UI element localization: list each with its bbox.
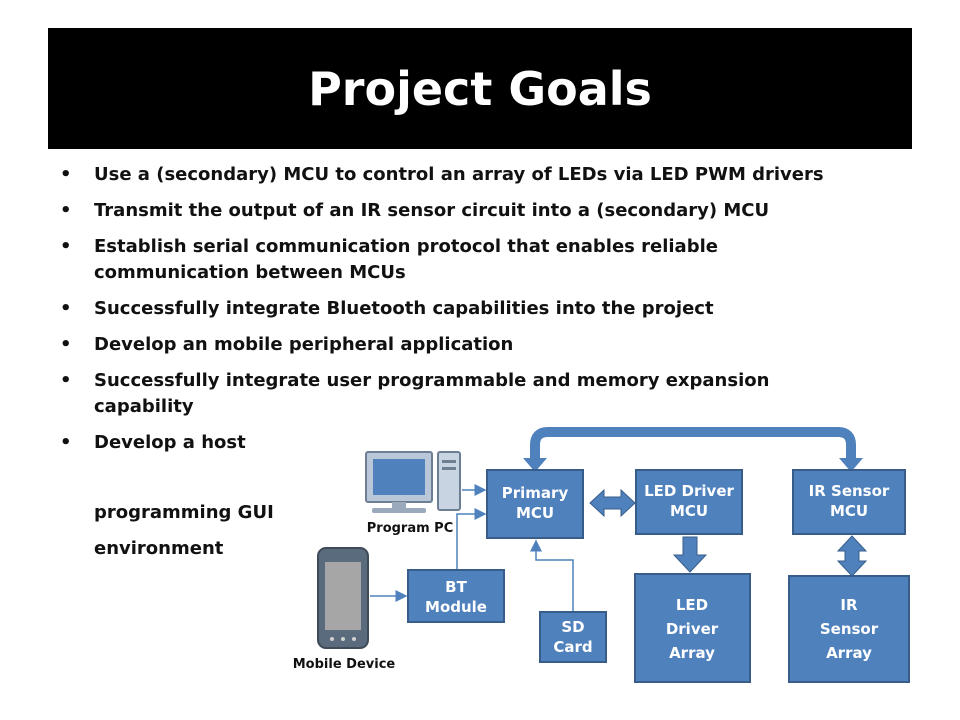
mobile-device-label: Mobile Device	[293, 657, 396, 672]
ir-sensor-array-block: IR Sensor Array	[788, 575, 910, 683]
block-label: MCU	[670, 502, 708, 520]
led-driver-mcu-block: LED Driver MCU	[635, 469, 743, 535]
goal-text: Successfully integrate user programmable…	[94, 370, 770, 417]
goals-list: • Use a (secondary) MCU to control an arr…	[60, 162, 880, 466]
block-label: Sensor	[820, 620, 879, 638]
block-label: Primary	[502, 484, 569, 502]
bullet-dot: •	[60, 370, 72, 391]
goal-continuation: programming GUI	[94, 502, 274, 523]
bt-module-block: BT Module	[407, 569, 505, 623]
goal-item: • Successfully integrate user programmabl…	[60, 368, 854, 420]
bullet-dot: •	[60, 236, 72, 257]
sd-to-primary-connector	[530, 539, 574, 612]
primary-ir-link-arrow	[523, 427, 863, 472]
mobile-device-icon	[317, 547, 369, 649]
block-label: Driver	[666, 620, 719, 638]
goal-item: • Develop an mobile peripheral applicatio…	[60, 332, 880, 358]
program-pc-icon	[365, 451, 461, 513]
block-label: LED Driver	[644, 482, 734, 500]
block-label: Card	[553, 638, 592, 656]
bullet-dot: •	[60, 298, 72, 319]
led-driver-array-block: LED Driver Array	[634, 573, 751, 683]
slide-title: Project Goals	[308, 61, 652, 116]
program-pc-label: Program PC	[367, 521, 454, 536]
goal-item: • Develop a host	[60, 430, 880, 456]
goal-text: Establish serial communication protocol …	[94, 236, 718, 283]
bullet-dot: •	[60, 432, 72, 453]
goal-text: Transmit the output of an IR sensor circ…	[94, 200, 770, 221]
goal-item: • Transmit the output of an IR sensor cir…	[60, 198, 880, 224]
bullet-dot: •	[60, 200, 72, 221]
block-label: MCU	[830, 502, 868, 520]
block-label: BT	[445, 578, 467, 596]
goal-item: • Establish serial communication protocol…	[60, 234, 794, 286]
goal-continuation: environment	[94, 538, 224, 559]
block-label: Module	[425, 598, 487, 616]
goal-item: • Use a (secondary) MCU to control an arr…	[60, 162, 880, 188]
led-driver-down-arrow	[672, 536, 708, 573]
bullet-dot: •	[60, 334, 72, 355]
block-label: SD	[561, 618, 584, 636]
title-bar: Project Goals	[48, 28, 912, 149]
sd-card-block: SD Card	[539, 611, 607, 663]
goal-text: Develop an mobile peripheral application	[94, 334, 514, 355]
block-label: IR	[840, 596, 858, 614]
goal-text: Use a (secondary) MCU to control an arra…	[94, 164, 824, 185]
bt-to-primary-connector	[456, 508, 487, 570]
block-label: LED	[676, 596, 708, 614]
block-label: MCU	[516, 504, 554, 522]
goal-item: • Successfully integrate Bluetooth capabi…	[60, 296, 880, 322]
bullet-dot: •	[60, 164, 72, 185]
block-label: Array	[669, 644, 715, 662]
goal-text: Successfully integrate Bluetooth capabil…	[94, 298, 714, 319]
primary-mcu-block: Primary MCU	[486, 469, 584, 539]
connector-lines	[370, 484, 574, 612]
goal-text: Develop a host	[94, 432, 246, 453]
block-label: Array	[826, 644, 872, 662]
block-label: IR Sensor	[809, 482, 890, 500]
ir-sensor-mcu-block: IR Sensor MCU	[792, 469, 906, 535]
